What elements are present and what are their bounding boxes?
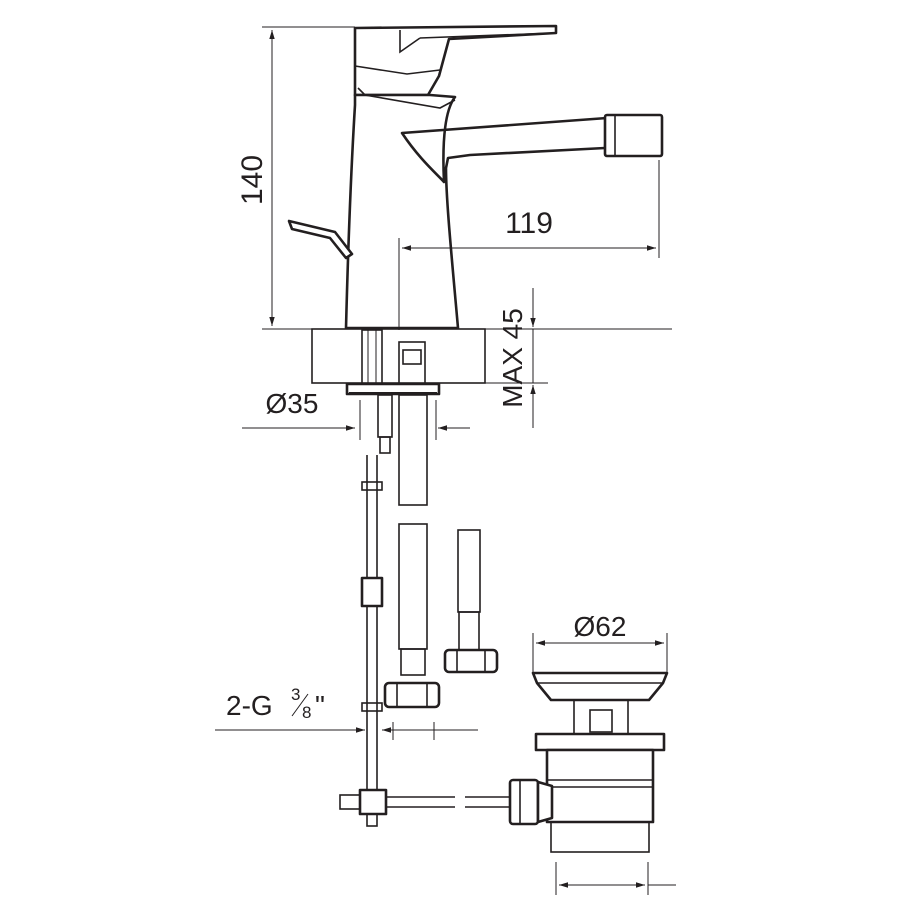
mounting-assembly bbox=[339, 329, 510, 827]
popup-waste bbox=[508, 671, 669, 853]
faucet-body bbox=[287, 24, 664, 396]
dim-hole-diameter-label: Ø35 bbox=[266, 388, 319, 419]
dim-waste-diameter-label: Ø62 bbox=[574, 611, 627, 642]
dimension-lines bbox=[215, 26, 676, 895]
dim-connection-label: 2-G 3 8 " bbox=[226, 685, 325, 722]
connection-denominator: 8 bbox=[302, 703, 311, 722]
dim-max-deck-label: MAX 45 bbox=[497, 308, 528, 408]
dim-reach-label: 119 bbox=[505, 207, 553, 240]
dim-height-label: 140 bbox=[236, 155, 269, 205]
connection-numerator: 3 bbox=[291, 685, 300, 704]
countertop bbox=[262, 328, 672, 384]
connection-suffix: " bbox=[315, 690, 325, 721]
connection-prefix: 2-G bbox=[226, 690, 273, 721]
